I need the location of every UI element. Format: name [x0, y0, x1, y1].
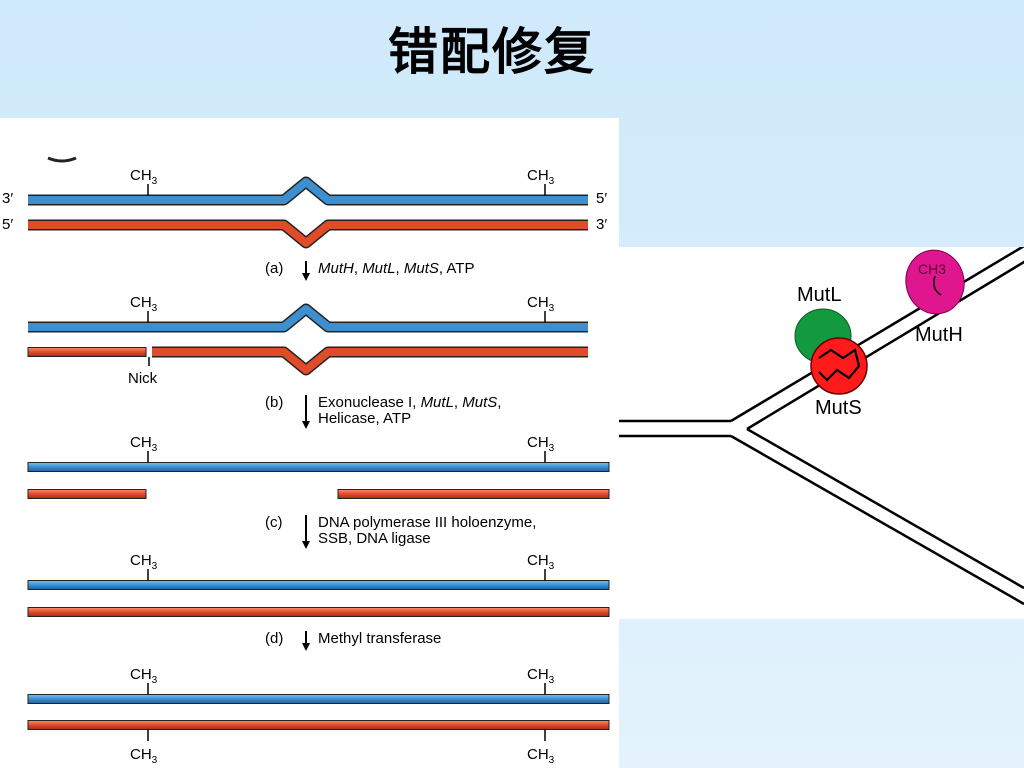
step-b-text-line-0: Exonuclease I, MutL, MutS, [318, 394, 501, 411]
stage1-top-strand [28, 305, 588, 331]
stage0-bottom-strand [28, 221, 588, 247]
step-a-text-line-0: MutH, MutL, MutS, ATP [318, 260, 474, 277]
fork-lower-arm-strand-b [746, 427, 1024, 590]
step-c-letter: (c) [265, 514, 283, 531]
muth-ch3-label: CH3 [918, 261, 946, 277]
step-a-letter: (a) [265, 260, 283, 277]
stage3-methyl-right: CH3 [527, 552, 555, 572]
stage2-methyl-left: CH3 [130, 434, 158, 454]
mutl-label: MutL [797, 284, 841, 306]
stage2-bottom-strand-right [337, 489, 610, 499]
replication-fork-diagram: MutL MutS CH3 MutH [619, 247, 1024, 619]
stage0-top-strand [28, 178, 588, 204]
step-d-letter: (d) [265, 630, 283, 647]
step-b-text-line-1: Helicase, ATP [318, 410, 411, 427]
muth-methyl-link [933, 275, 942, 296]
clipped-fragment [47, 156, 77, 163]
stage2-top-strand [27, 462, 610, 472]
muts-label: MutS [815, 397, 862, 419]
step-d-text-line-0: Methyl transferase [318, 630, 441, 647]
stage4-methyl-top-right: CH3 [527, 666, 555, 686]
step-b-letter: (b) [265, 394, 283, 411]
stage0-end-5-bottom: 5′ [2, 216, 13, 233]
step-c-text-line-0: DNA polymerase III holoenzyme, [318, 514, 536, 531]
step-c-text-line-1: SSB, DNA ligase [318, 530, 431, 547]
stage1-methyl-left: CH3 [130, 294, 158, 314]
stage0-methyl-right: CH3 [527, 167, 555, 187]
step-a-arrow-head [302, 273, 310, 281]
step-d-arrow-head [302, 643, 310, 651]
fork-lower-arm-strand-a [730, 434, 1024, 606]
stage2-methyl-right: CH3 [527, 434, 555, 454]
slide-title: 错配修复 [388, 23, 596, 81]
stage3-methyl-left: CH3 [130, 552, 158, 572]
nick-label: Nick [128, 370, 158, 387]
stage1-bottom-strand-right [152, 348, 588, 374]
stage4-methyl-top-left: CH3 [130, 666, 158, 686]
step-b-arrow-head [302, 421, 310, 429]
fork-upper-arm-strand-b [746, 260, 1024, 431]
stage2-bottom-strand-left [27, 489, 147, 499]
muth-label: MutH [915, 324, 963, 346]
muts-mismatch-kink [818, 348, 861, 382]
fork-upper-arm-strand-a [730, 247, 1024, 423]
step-c-arrow-head [302, 541, 310, 549]
stage0-end-3-top: 3′ [2, 190, 13, 207]
stage4-top-strand [27, 694, 610, 704]
stage4-methyl-bottom-left: CH3 [130, 746, 158, 766]
stage3-bottom-strand [27, 607, 610, 617]
stage4-bottom-strand [27, 720, 610, 730]
stage1-methyl-right: CH3 [527, 294, 555, 314]
stage1-bottom-strand-left [27, 347, 147, 357]
stage0-end-3-bottom: 3′ [596, 216, 607, 233]
stage4-methyl-bottom-right: CH3 [527, 746, 555, 766]
stage0-end-5-top: 5′ [596, 190, 607, 207]
stage0-methyl-left: CH3 [130, 167, 158, 187]
stage3-top-strand [27, 580, 610, 590]
fork-svg: MutL MutS CH3 MutH [619, 247, 1024, 606]
muth-protein [905, 249, 965, 315]
